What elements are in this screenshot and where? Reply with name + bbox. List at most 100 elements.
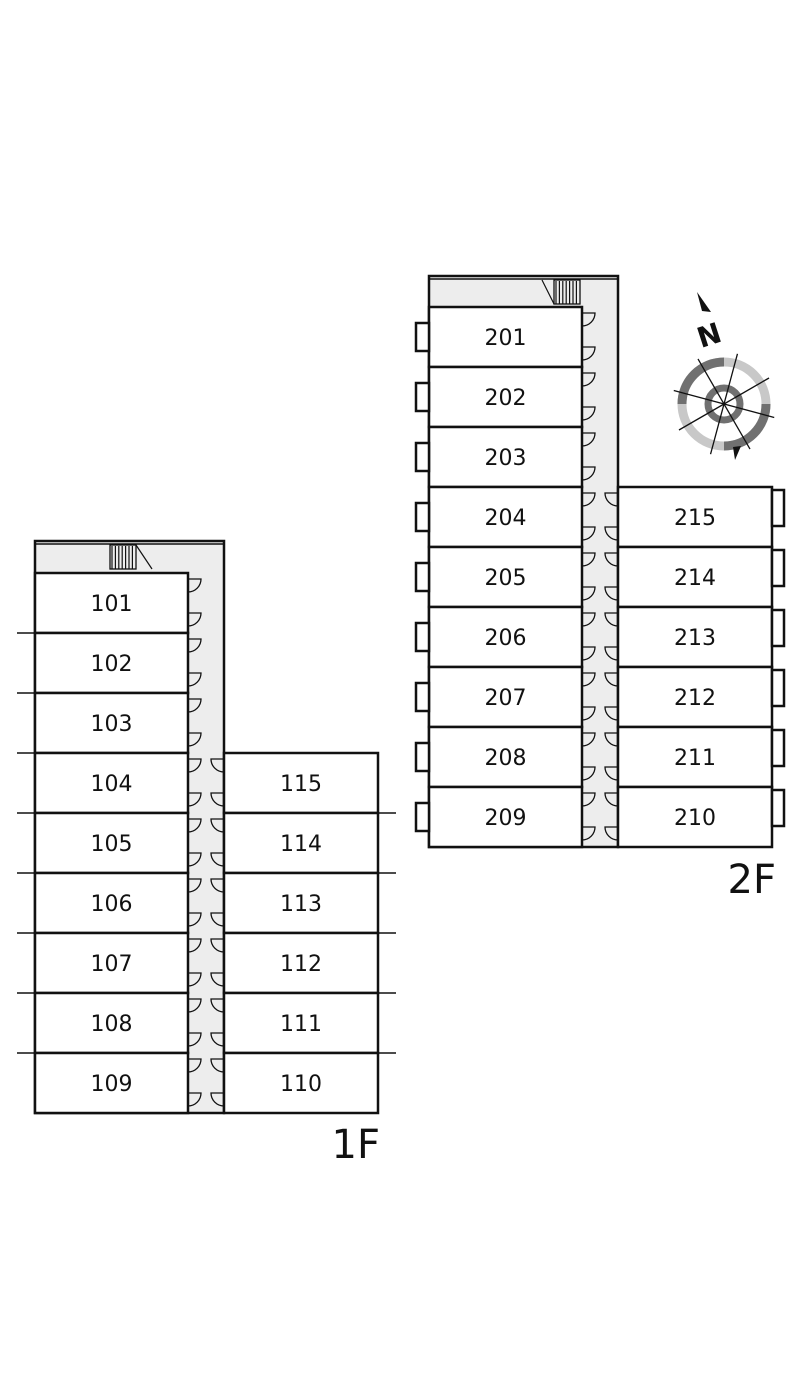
door-icon bbox=[604, 826, 619, 841]
room-207: 207 bbox=[414, 665, 596, 729]
floor-2: 2012022032042052062072082092152142132122… bbox=[414, 274, 786, 903]
door-icon bbox=[210, 1058, 225, 1073]
door-icon bbox=[604, 586, 619, 601]
room-number: 206 bbox=[485, 626, 527, 651]
room-111: 111 bbox=[210, 991, 396, 1055]
room-113: 113 bbox=[210, 871, 396, 935]
door-icon bbox=[604, 526, 619, 541]
room-210: 210 bbox=[604, 785, 786, 849]
door-icon bbox=[604, 552, 619, 567]
door-icon bbox=[187, 758, 202, 773]
room-212: 212 bbox=[604, 665, 786, 729]
north-arrow-icon bbox=[697, 292, 711, 312]
balcony bbox=[414, 741, 431, 773]
room-215: 215 bbox=[604, 485, 786, 549]
door-icon bbox=[187, 998, 202, 1013]
door-icon bbox=[581, 706, 596, 721]
door-icon bbox=[187, 878, 202, 893]
room-number: 113 bbox=[280, 892, 322, 917]
door-icon bbox=[581, 646, 596, 661]
floor-label: 1F bbox=[332, 1122, 380, 1168]
room-number: 210 bbox=[674, 806, 716, 831]
room-number: 109 bbox=[91, 1072, 133, 1097]
room-number: 111 bbox=[280, 1012, 322, 1037]
room-203: 203 bbox=[414, 425, 596, 489]
room-110: 110 bbox=[210, 1051, 396, 1115]
room-number: 208 bbox=[485, 746, 527, 771]
balcony bbox=[770, 788, 786, 828]
door-icon bbox=[581, 466, 596, 481]
door-icon bbox=[581, 766, 596, 781]
room-number: 205 bbox=[485, 566, 527, 591]
door-icon bbox=[187, 792, 202, 807]
room-number: 114 bbox=[280, 832, 322, 857]
room-211: 211 bbox=[604, 725, 786, 789]
door-icon bbox=[604, 792, 619, 807]
room-101: 101 bbox=[33, 571, 202, 635]
room-number: 211 bbox=[674, 746, 716, 771]
balcony bbox=[414, 501, 431, 533]
door-icon bbox=[187, 972, 202, 987]
balcony bbox=[414, 441, 431, 473]
room-108: 108 bbox=[17, 991, 202, 1055]
door-icon bbox=[604, 646, 619, 661]
balcony bbox=[414, 681, 431, 713]
room-number: 201 bbox=[485, 326, 527, 351]
door-icon bbox=[187, 852, 202, 867]
room-number: 103 bbox=[91, 712, 133, 737]
door-icon bbox=[581, 492, 596, 507]
balcony bbox=[414, 561, 431, 593]
room-105: 105 bbox=[17, 811, 202, 875]
stairs-icon bbox=[109, 544, 153, 570]
door-icon bbox=[581, 672, 596, 687]
door-icon bbox=[581, 792, 596, 807]
door-icon bbox=[210, 878, 225, 893]
room-number: 112 bbox=[280, 952, 322, 977]
room-115: 115 bbox=[210, 751, 380, 815]
door-icon bbox=[210, 972, 225, 987]
balcony bbox=[414, 321, 431, 353]
room-206: 206 bbox=[414, 605, 596, 669]
door-icon bbox=[581, 826, 596, 841]
door-icon bbox=[581, 612, 596, 627]
stairs-icon bbox=[541, 279, 581, 305]
door-icon bbox=[604, 706, 619, 721]
door-icon bbox=[581, 372, 596, 387]
room-number: 204 bbox=[485, 506, 527, 531]
door-icon bbox=[210, 1092, 225, 1107]
room-number: 212 bbox=[674, 686, 716, 711]
room-213: 213 bbox=[604, 605, 786, 669]
door-icon bbox=[187, 1058, 202, 1073]
door-icon bbox=[604, 732, 619, 747]
door-icon bbox=[581, 432, 596, 447]
room-number: 202 bbox=[485, 386, 527, 411]
door-icon bbox=[210, 912, 225, 927]
room-number: 101 bbox=[91, 592, 133, 617]
door-icon bbox=[581, 552, 596, 567]
room-number: 209 bbox=[485, 806, 527, 831]
room-107: 107 bbox=[17, 931, 202, 995]
room-number: 110 bbox=[280, 1072, 322, 1097]
room-number: 207 bbox=[485, 686, 527, 711]
room-103: 103 bbox=[17, 691, 202, 755]
door-icon bbox=[210, 852, 225, 867]
door-icon bbox=[210, 998, 225, 1013]
compass-icon: N bbox=[673, 292, 775, 460]
balcony bbox=[770, 608, 786, 648]
room-number: 104 bbox=[91, 772, 133, 797]
room-102: 102 bbox=[17, 631, 202, 695]
room-number: 107 bbox=[91, 952, 133, 977]
room-104: 104 bbox=[17, 751, 202, 815]
door-icon bbox=[187, 638, 202, 653]
door-icon bbox=[581, 586, 596, 601]
floor-1: 101 102 103 104 105 106 107 108 109 115 114 113 112 1… bbox=[17, 539, 396, 1168]
door-icon bbox=[604, 492, 619, 507]
balcony bbox=[770, 668, 786, 708]
room-number: 106 bbox=[91, 892, 133, 917]
room-109: 109 bbox=[17, 1051, 202, 1115]
door-icon bbox=[187, 732, 202, 747]
door-icon bbox=[581, 346, 596, 361]
door-icon bbox=[210, 758, 225, 773]
room-number: 203 bbox=[485, 446, 527, 471]
